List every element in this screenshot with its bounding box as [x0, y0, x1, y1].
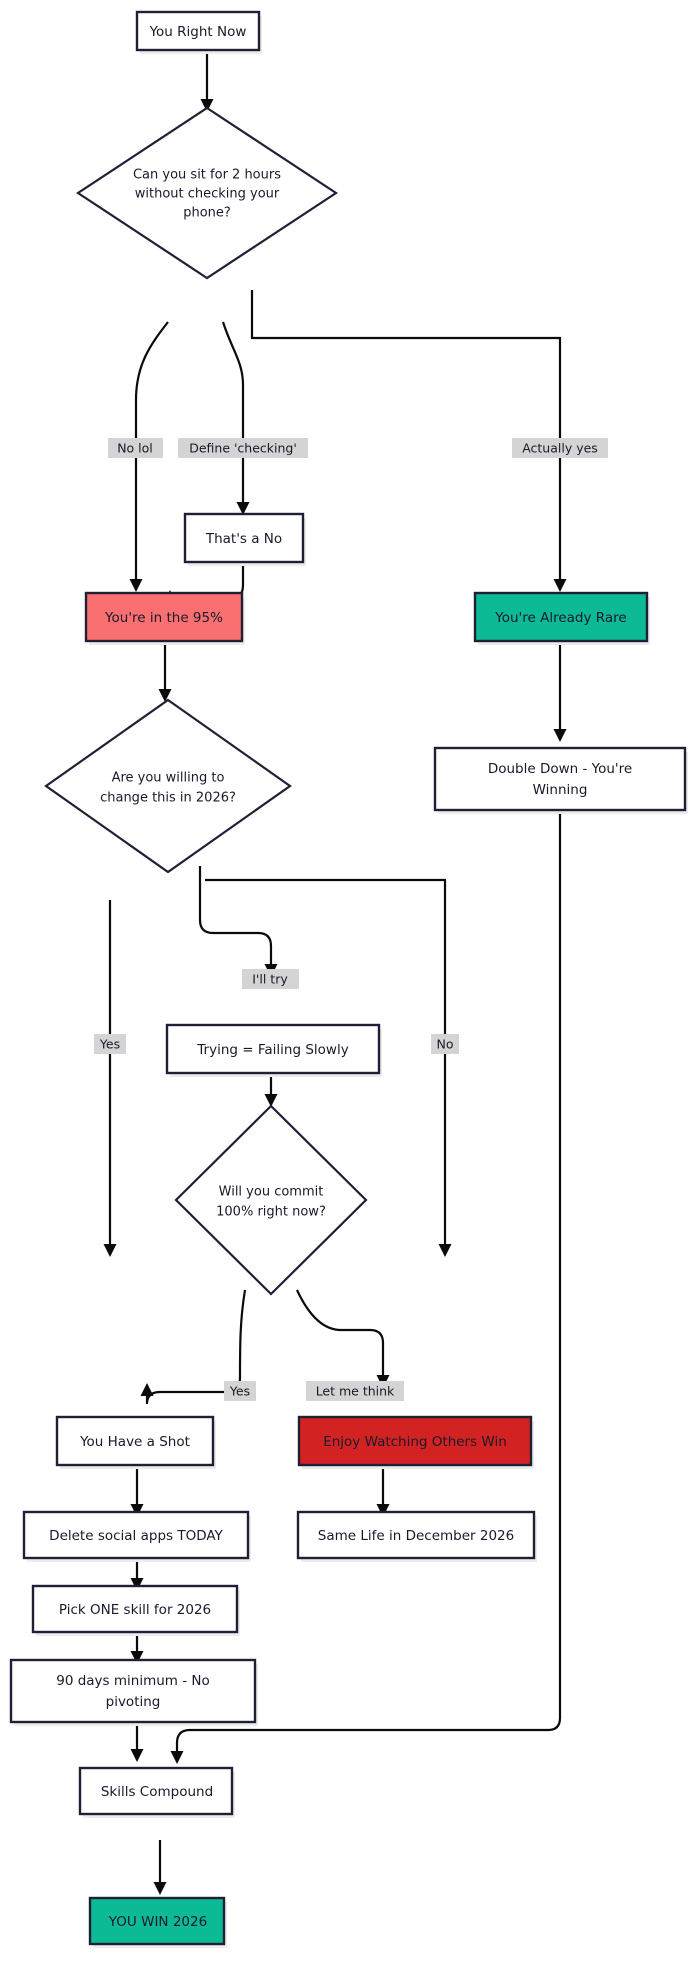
node-you-right-now[interactable]: You Right Now: [135, 10, 262, 54]
node-enjoy-watching-label: Enjoy Watching Others Win: [323, 1434, 507, 1450]
node-phone-question-line-2: without checking your: [135, 187, 280, 202]
edge-label-bg: [224, 1381, 256, 1401]
node-box: [296, 1510, 536, 1560]
edge-label-define-checking-text: Define 'checking': [189, 441, 297, 456]
edge-label-ill-try: I'll try: [242, 969, 299, 989]
node-enjoy-watching[interactable]: Enjoy Watching Others Win: [297, 1415, 534, 1469]
edge-label-bg: [108, 438, 163, 458]
edge-label-no-willing-text: No: [437, 1037, 454, 1052]
node-box: [88, 1896, 226, 1946]
edge-label-bg: [512, 438, 608, 458]
edge-label-let-me-think-text: Let me think: [316, 1384, 395, 1399]
node-skills-compound[interactable]: Skills Compound: [78, 1766, 235, 1818]
node-commit-question[interactable]: Will you commit 100% right now?: [174, 1104, 368, 1296]
node-same-life[interactable]: Same Life in December 2026: [296, 1510, 537, 1562]
node-90-days-minimum-line-2: pivoting: [106, 1694, 161, 1710]
node-commit-question-line-1: Will you commit: [219, 1185, 324, 1200]
node-you-win-2026-label: YOU WIN 2026: [108, 1914, 207, 1930]
edge-label-actually-yes-text: Actually yes: [522, 441, 598, 456]
node-you-right-now-label: You Right Now: [149, 24, 247, 40]
node-in-the-95-label: You're in the 95%: [104, 610, 223, 626]
node-delete-social-apps-label: Delete social apps TODAY: [49, 1528, 223, 1544]
node-double-down-line-2: Winning: [533, 782, 588, 798]
node-in-the-95[interactable]: You're in the 95%: [84, 591, 245, 645]
node-box: [473, 591, 649, 643]
node-you-have-a-shot-label: You Have a Shot: [79, 1434, 190, 1450]
node-box: [55, 1415, 215, 1467]
node-delete-social-apps[interactable]: Delete social apps TODAY: [22, 1510, 251, 1562]
edge-let-me-think: [296, 1289, 390, 1388]
edge-define-checking: [221, 321, 250, 515]
node-90-days-minimum[interactable]: 90 days minimum - No pivoting: [9, 1658, 258, 1726]
edge-no-lol: [129, 321, 169, 592]
node-commit-question-line-2: 100% right now?: [216, 1205, 326, 1220]
node-you-have-a-shot[interactable]: You Have a Shot: [55, 1415, 216, 1469]
node-box: [84, 591, 244, 643]
node-pick-one-skill-label: Pick ONE skill for 2026: [59, 1602, 211, 1618]
edge-label-bg: [431, 1034, 459, 1054]
node-willing-question[interactable]: Are you willing to change this in 2026?: [44, 698, 292, 874]
edge-label-no-lol-text: No lol: [117, 441, 153, 456]
node-diamond-shape: [174, 1104, 368, 1296]
edge-no-willing: [205, 878, 452, 1257]
node-box: [183, 512, 305, 564]
node-already-rare[interactable]: You're Already Rare: [473, 591, 650, 645]
edge-actually-yes: [250, 290, 567, 592]
node-pick-one-skill[interactable]: Pick ONE skill for 2026: [31, 1584, 240, 1636]
edge-ill-try: [198, 866, 278, 977]
edge-label-bg: [242, 969, 299, 989]
edge-label-define-checking: Define 'checking': [178, 438, 308, 458]
node-90-days-minimum-line-1: 90 days minimum - No: [56, 1673, 210, 1689]
node-thats-a-no[interactable]: That's a No: [183, 512, 306, 566]
edge-label-bg: [94, 1034, 126, 1054]
node-phone-question-line-3: phone?: [183, 206, 231, 221]
node-trying-failing[interactable]: Trying = Failing Slowly: [165, 1023, 382, 1077]
edge-label-yes-willing-text: Yes: [99, 1037, 120, 1052]
node-diamond-shape: [76, 106, 338, 280]
node-box: [165, 1023, 381, 1075]
edge-label-let-me-think: Let me think: [306, 1381, 404, 1401]
node-double-down[interactable]: Double Down - You're Winning: [433, 746, 688, 814]
node-box: [78, 1766, 234, 1816]
node-phone-question[interactable]: Can you sit for 2 hours without checking…: [76, 106, 338, 280]
node-box: [135, 10, 261, 52]
node-you-win-2026[interactable]: YOU WIN 2026: [88, 1896, 227, 1948]
edge-label-yes-commit: Yes: [224, 1381, 256, 1401]
edge-label-actually-yes: Actually yes: [512, 438, 608, 458]
node-box: [433, 746, 687, 812]
edge-label-no-lol: No lol: [108, 438, 163, 458]
node-willing-question-line-1: Are you willing to: [112, 771, 225, 786]
node-box: [9, 1658, 257, 1724]
node-same-life-label: Same Life in December 2026: [318, 1528, 514, 1544]
node-box: [297, 1415, 533, 1467]
node-skills-compound-label: Skills Compound: [101, 1784, 213, 1800]
edge-label-bg: [178, 438, 308, 458]
node-box: [22, 1510, 250, 1560]
edge-label-bg: [306, 1381, 404, 1401]
node-phone-question-line-1: Can you sit for 2 hours: [133, 168, 281, 183]
node-double-down-line-1: Double Down - You're: [488, 761, 632, 777]
edge-double-down-to-compound: [170, 797, 562, 1764]
node-trying-failing-label: Trying = Failing Slowly: [196, 1042, 348, 1058]
edge-label-ill-try-text: I'll try: [252, 972, 288, 987]
node-box: [31, 1584, 239, 1634]
node-diamond-shape: [44, 698, 292, 874]
edge-label-yes-willing: Yes: [94, 1034, 126, 1054]
node-thats-a-no-label: That's a No: [205, 531, 282, 547]
node-already-rare-label: You're Already Rare: [494, 610, 626, 626]
edge-label-no-willing: No: [431, 1034, 459, 1054]
edge-label-yes-commit-text: Yes: [229, 1384, 250, 1399]
node-willing-question-line-2: change this in 2026?: [100, 791, 236, 806]
